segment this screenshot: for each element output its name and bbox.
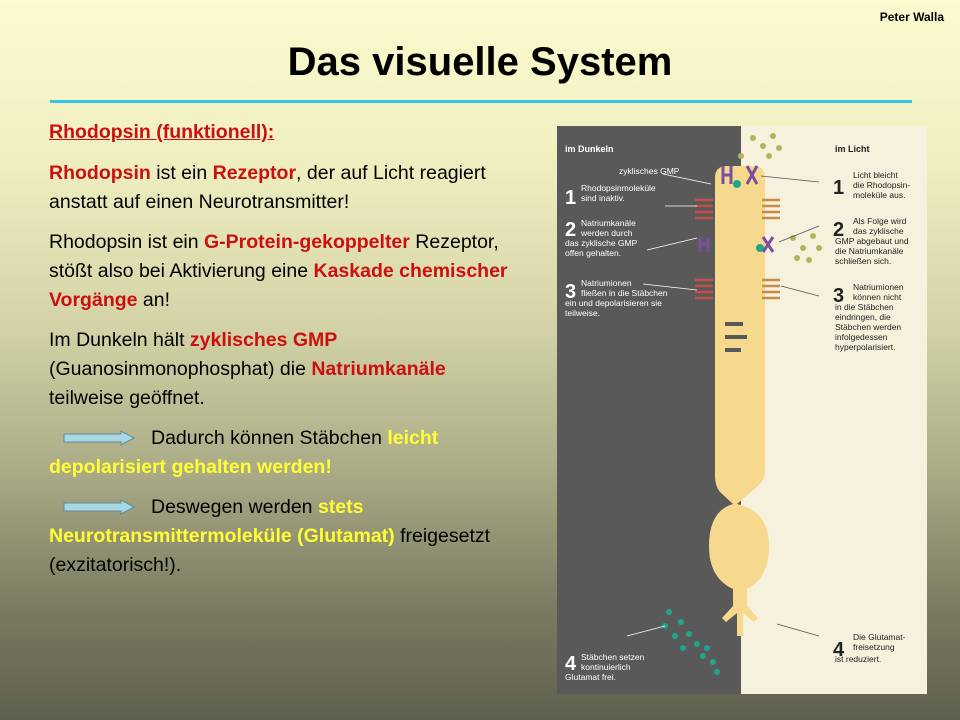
slide-title: Das visuelle System [287, 40, 673, 84]
svg-text:Als Folge wird: Als Folge wird [853, 216, 907, 226]
text-segment: ist ein [150, 162, 213, 184]
text-segment: Rezeptor, stößt also bei Aktivierung ein… [49, 231, 499, 282]
svg-text:GMP abgebaut und: GMP abgebaut und [835, 236, 909, 246]
arrow-right-icon [63, 430, 135, 446]
svg-text:infolgedessen: infolgedessen [835, 332, 888, 342]
dark-panel [557, 126, 741, 694]
svg-text:kontinuierlich: kontinuierlich [581, 662, 631, 672]
highlight-cgmp: zyklisches GMP [189, 329, 338, 351]
svg-text:sind inaktiv.: sind inaktiv. [581, 193, 625, 203]
svg-text:Natriumionen: Natriumionen [581, 278, 632, 288]
svg-text:das zyklische: das zyklische [853, 226, 904, 236]
paragraph-rhodopsin-receptor: Rhodopsin ist ein Rezeptor, der auf Lich… [49, 159, 509, 217]
light-step-2: 2 Als Folge wird das zyklische GMP abgeb… [833, 216, 909, 266]
svg-text:ist reduziert.: ist reduziert. [835, 654, 881, 664]
dark-step-4: 4 Stäbchen setzen kontinuierlich Glutama… [565, 652, 645, 682]
svg-text:Die Glutamat-: Die Glutamat- [853, 632, 906, 642]
dark-step-1: 1 Rhodopsinmoleküle sind inaktiv. [565, 183, 656, 209]
highlight-natriumkanaele: Natriumkanäle [311, 358, 446, 380]
paragraph-g-protein: Rhodopsin ist ein G-Protein-gekoppelter … [49, 228, 509, 315]
svg-text:2: 2 [565, 219, 576, 241]
highlight-depolarized: leicht depolarisiert gehalten werden! [49, 427, 439, 478]
channel-dark-2 [695, 278, 713, 300]
text-segment: teilweise geöffnet. [49, 387, 205, 409]
svg-text:1: 1 [833, 177, 844, 199]
svg-text:2: 2 [833, 219, 844, 241]
svg-text:Glutamat frei.: Glutamat frei. [565, 672, 616, 682]
svg-text:4: 4 [565, 653, 577, 675]
svg-text:3: 3 [565, 281, 576, 303]
section-heading: Rhodopsin (funktionell): [49, 121, 275, 143]
rod-cell-body [709, 166, 769, 636]
text-segment: an! [137, 289, 171, 311]
svg-text:1: 1 [565, 187, 576, 209]
svg-text:Stäbchen werden: Stäbchen werden [835, 322, 901, 332]
paragraph-glutamate: Deswegen werden stets Neurotransmittermo… [49, 493, 509, 580]
svg-text:Natriumionen: Natriumionen [853, 282, 904, 292]
rod-cell-figure: im Dunkeln im Licht zyklisches GMP 1 Rho… [557, 126, 927, 694]
light-step-1: 1 Licht bleicht die Rhodopsin- moleküle … [833, 170, 910, 200]
svg-text:eindringen, die: eindringen, die [835, 312, 891, 322]
light-panel-header: im Licht [835, 144, 870, 154]
paragraph-depolarized: Dadurch können Stäbchen leicht depolaris… [49, 424, 509, 482]
highlight-rhodopsin: Rhodopsin [49, 162, 151, 184]
author-label: Peter Walla [879, 10, 944, 24]
dark-step-2: 2 Natriumkanäle werden durch das zyklisc… [565, 218, 638, 258]
svg-text:Stäbchen setzen: Stäbchen setzen [581, 652, 645, 662]
dark-step-3: 3 Natriumionen fließen in die Stäbchen e… [565, 278, 668, 318]
pointer-lines [626, 173, 712, 637]
highlight-rezeptor: Rezeptor [212, 162, 297, 184]
highlight-glutamate: stets Neurotransmittermoleküle (Glutamat… [49, 496, 395, 547]
channel-light-1 [762, 198, 780, 220]
dark-panel-header: im Dunkeln [565, 144, 614, 154]
text-segment: Rhodopsin ist ein [49, 231, 205, 253]
svg-text:schließen sich.: schließen sich. [835, 256, 891, 266]
sodium-channel-icons [695, 198, 780, 300]
svg-text:Licht bleicht: Licht bleicht [853, 170, 899, 180]
text-segment: Dadurch können Stäbchen [151, 427, 388, 449]
svg-text:teilweise.: teilweise. [565, 308, 600, 318]
text-segment: (Guanosinmonophosphat) die [49, 358, 312, 380]
svg-text:die Rhodopsin-: die Rhodopsin- [853, 180, 910, 190]
svg-text:das zyklische GMP: das zyklische GMP [565, 238, 638, 248]
svg-text:können nicht: können nicht [853, 292, 902, 302]
svg-text:fließen in die Stäbchen: fließen in die Stäbchen [581, 288, 668, 298]
svg-text:4: 4 [833, 639, 845, 661]
svg-text:Natriumkanäle: Natriumkanäle [581, 218, 636, 228]
light-step-4: 4 Die Glutamat- freisetzung ist reduzier… [833, 632, 906, 664]
svg-text:freisetzung: freisetzung [853, 642, 895, 652]
paragraph-cgmp: Im Dunkeln hält zyklisches GMP (Guanosin… [49, 326, 509, 413]
channel-dark-1 [695, 198, 713, 220]
svg-text:ein und depolarisieren sie: ein und depolarisieren sie [565, 298, 662, 308]
svg-text:die Natriumkanäle: die Natriumkanäle [835, 246, 904, 256]
text-segment: Im Dunkeln hält [49, 329, 190, 351]
arrow-right-icon [63, 499, 135, 515]
svg-text:in die Stäbchen: in die Stäbchen [835, 302, 894, 312]
text-segment: Deswegen werden [151, 496, 318, 518]
title-divider [50, 100, 912, 103]
svg-text:werden durch: werden durch [580, 228, 633, 238]
pointer-lines-light [760, 175, 820, 637]
svg-text:offen gehalten.: offen gehalten. [565, 248, 621, 258]
glutamate-dots [662, 609, 720, 675]
light-step-3: 3 Natriumionen können nicht in die Stäbc… [833, 282, 904, 352]
svg-text:3: 3 [833, 285, 844, 307]
slide-content: Rhodopsin (funktionell): Rhodopsin ist e… [49, 118, 509, 591]
cgmp-label: zyklisches GMP [619, 166, 680, 176]
receptor-icons [698, 165, 775, 253]
cgmp-dots [738, 133, 822, 263]
svg-text:hyperpolarisiert.: hyperpolarisiert. [835, 342, 895, 352]
channel-light-2 [762, 278, 780, 300]
text-segment: , der auf Licht reagiert anstatt auf ein… [49, 162, 486, 213]
svg-text:Rhodopsinmoleküle: Rhodopsinmoleküle [581, 183, 656, 193]
svg-text:moleküle aus.: moleküle aus. [853, 190, 905, 200]
highlight-g-protein: G-Protein-gekoppelter [204, 231, 410, 253]
light-panel [741, 126, 927, 694]
text-segment: freigesetzt (exzitatorisch!). [49, 525, 491, 576]
highlight-kaskade: Kaskade chemischer Vorgänge [49, 260, 508, 311]
